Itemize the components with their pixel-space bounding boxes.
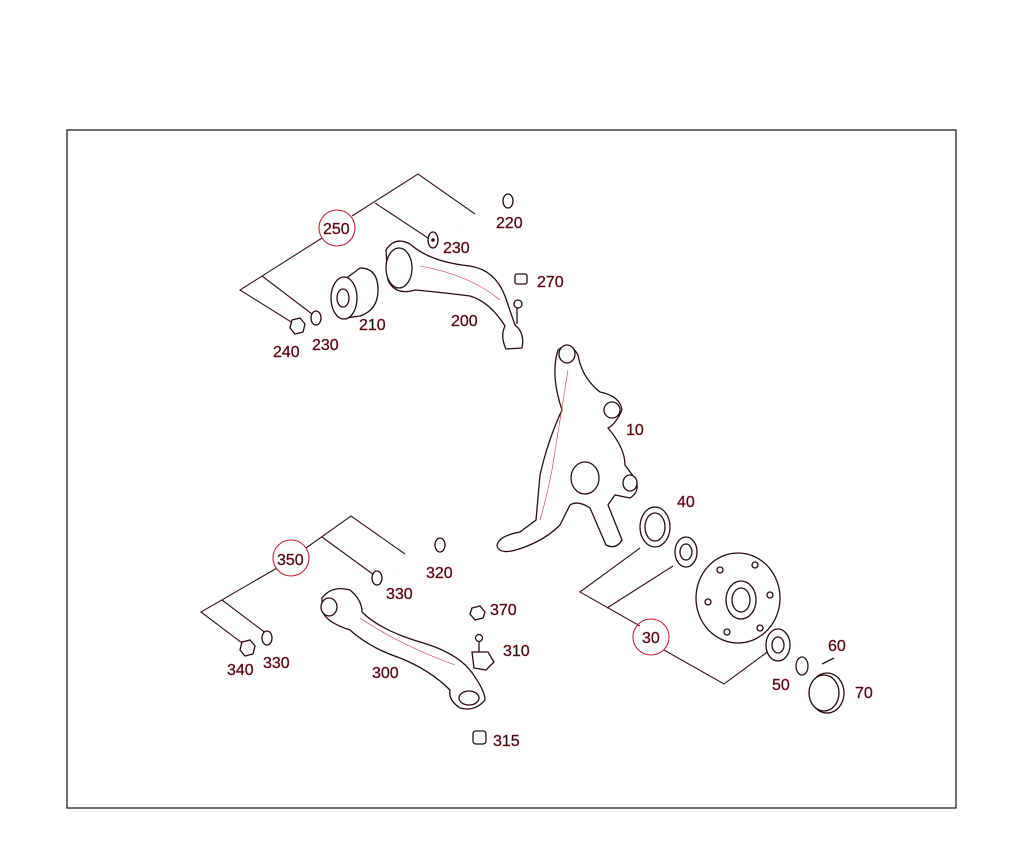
label-60[interactable]: 60 <box>828 638 846 655</box>
nut-370 <box>469 605 486 621</box>
washer-230-top-hole <box>431 238 435 242</box>
label-230-top[interactable]: 230 <box>443 240 470 257</box>
wheel-hub <box>695 552 781 644</box>
label-250[interactable]: 250 <box>323 221 350 238</box>
bolt-220 <box>459 193 514 231</box>
label-30[interactable]: 30 <box>642 630 660 647</box>
label-310[interactable]: 310 <box>503 643 530 660</box>
label-340[interactable]: 340 <box>227 662 254 679</box>
label-320[interactable]: 320 <box>426 565 453 582</box>
cap-70 <box>808 672 845 714</box>
screw-60 <box>821 657 835 665</box>
steering-knuckle-10 <box>496 344 638 553</box>
diagram-frame <box>66 129 957 809</box>
ball-joint-310 <box>471 633 495 671</box>
seal-40 <box>639 506 671 548</box>
bushing-210 <box>330 267 379 320</box>
label-50[interactable]: 50 <box>772 677 790 694</box>
nut-270 <box>514 273 528 285</box>
label-350[interactable]: 350 <box>277 552 304 569</box>
bracket-250 <box>238 173 476 326</box>
callout-labels: 250 220 230 270 210 200 230 240 10 40 35… <box>227 215 873 750</box>
nut-240 <box>289 317 306 335</box>
nut-340 <box>239 639 256 657</box>
label-330-bottom[interactable]: 330 <box>263 655 290 672</box>
bracket-350 <box>200 515 406 647</box>
label-220[interactable]: 220 <box>496 215 523 232</box>
bracket-30 <box>578 547 771 685</box>
label-200[interactable]: 200 <box>451 313 478 330</box>
control-arm-300 <box>320 587 486 710</box>
label-70[interactable]: 70 <box>855 685 873 702</box>
label-240[interactable]: 240 <box>273 344 300 361</box>
label-210[interactable]: 210 <box>359 317 386 334</box>
nut-315 <box>472 730 487 745</box>
control-arm-200 <box>385 240 524 350</box>
bearing-outer <box>765 628 791 662</box>
label-300[interactable]: 300 <box>372 665 399 682</box>
label-270[interactable]: 270 <box>537 274 564 291</box>
washer-330-bottom <box>261 630 273 646</box>
label-315[interactable]: 315 <box>493 733 520 750</box>
label-40[interactable]: 40 <box>677 494 695 511</box>
wheel-bearing <box>674 536 698 568</box>
label-370[interactable]: 370 <box>490 602 517 619</box>
washer-330-top <box>371 570 383 586</box>
bolt-320 <box>392 537 446 572</box>
label-230-bottom[interactable]: 230 <box>312 337 339 354</box>
label-330-top[interactable]: 330 <box>386 586 413 603</box>
washer-230-bottom <box>310 310 322 326</box>
label-10[interactable]: 10 <box>626 422 644 439</box>
clip-50 <box>795 656 809 676</box>
